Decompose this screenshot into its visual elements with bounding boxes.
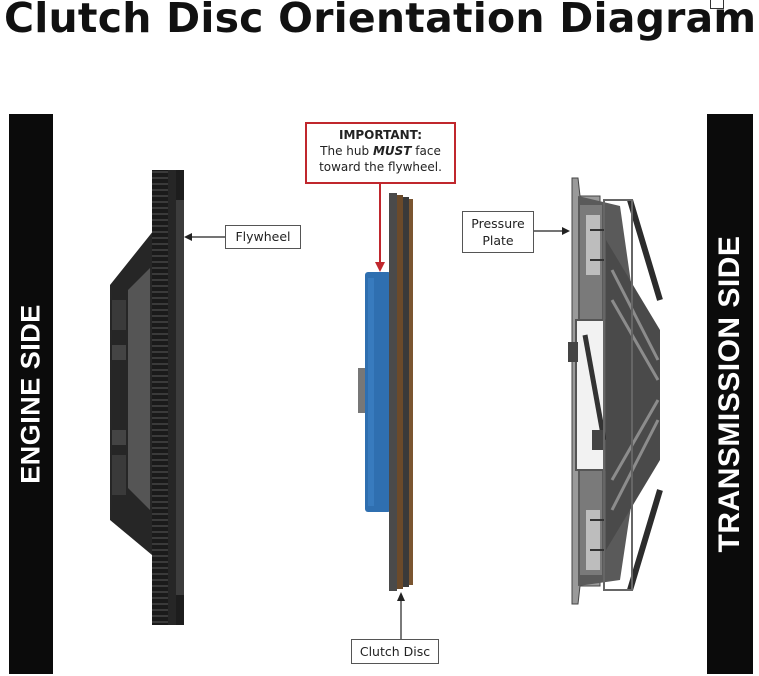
important-heading: IMPORTANT: xyxy=(338,128,422,142)
flywheel-label: Flywheel xyxy=(225,225,301,249)
pressure-plate-label-line1: Pressure xyxy=(471,216,525,231)
pressure-plate-label: Pressure Plate xyxy=(462,211,534,253)
pressure-plate-label-line2: Plate xyxy=(482,233,514,248)
important-line1-pre: The hub xyxy=(320,144,373,158)
important-line1-post: face xyxy=(411,144,441,158)
important-line2: toward the flywheel. xyxy=(319,160,442,174)
page-title: Clutch Disc Orientation Diagram xyxy=(4,0,757,42)
clutch-disc-icon xyxy=(358,193,413,591)
transmission-side-bar: TRANSMISSION SIDE xyxy=(707,114,753,674)
important-callout: IMPORTANT: The hub MUST face toward the … xyxy=(305,122,456,184)
flywheel-icon xyxy=(110,170,184,625)
pressure-plate-icon xyxy=(568,177,663,605)
engine-side-bar: ENGINE SIDE xyxy=(9,114,53,674)
important-emphasis: MUST xyxy=(372,144,412,158)
window-control-icon[interactable] xyxy=(710,0,724,9)
clutch-disc-label: Clutch Disc xyxy=(351,639,439,664)
